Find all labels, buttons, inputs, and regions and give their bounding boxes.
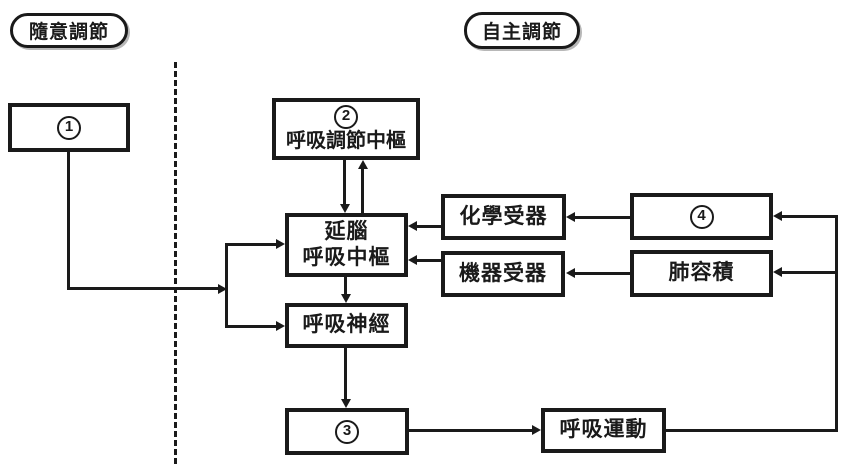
autonomous-regulation-text: 自主調節	[481, 22, 562, 43]
medulla-line2: 呼吸中樞	[302, 246, 391, 269]
arrowhead-into-lung-right	[773, 267, 782, 277]
arrowhead-into-box4-right	[773, 211, 782, 221]
node-medulla-respiratory-center: 延腦 呼吸中樞	[285, 213, 408, 277]
connector-junction-to-nerve	[225, 325, 277, 328]
voluntary-regulation-text: 隨意調節	[28, 22, 109, 43]
arrowhead-into-nerve-top	[341, 294, 351, 303]
lung-volume-label: 肺容積	[668, 261, 735, 285]
node-3: 3	[285, 408, 409, 455]
node-1: 1	[8, 103, 130, 152]
connector-box1-to-junction	[67, 287, 219, 290]
autonomous-regulation-label: 自主調節	[464, 12, 580, 49]
node-mechanoreceptor: 機器受器	[441, 251, 565, 297]
arrowhead-into-medulla-left	[276, 239, 285, 249]
node-respiratory-movement: 呼吸運動	[541, 408, 666, 453]
mechanoreceptor-label: 機器受器	[459, 261, 547, 285]
voluntary-autonomous-divider	[174, 62, 177, 464]
circled-number-1: 1	[57, 115, 81, 140]
arrowhead-into-nerve-left	[276, 321, 285, 331]
arrowhead-into-box2-bottom	[358, 160, 368, 169]
connector-medulla-to-box2	[361, 168, 364, 213]
node-2-label: 呼吸調節中樞	[286, 129, 406, 152]
arrowhead-into-mechano-right	[566, 268, 575, 278]
medulla-line1: 延腦	[324, 219, 369, 243]
respiratory-movement-label: 呼吸運動	[559, 418, 648, 442]
connector-nerve-to-box3	[344, 348, 347, 400]
connector-lung-to-mechano	[574, 272, 630, 275]
node-chemoreceptor: 化學受器	[441, 194, 566, 240]
connector-mechano-to-medulla	[416, 259, 441, 262]
arrowhead-into-medulla-right-upper	[408, 221, 417, 231]
arrowhead-into-box3-top	[341, 399, 351, 408]
circled-number-4: 4	[689, 204, 714, 229]
node-respiratory-nerve: 呼吸神經	[285, 303, 408, 348]
connector-box3-to-movement	[409, 429, 533, 432]
connector-feedback-to-lung	[781, 271, 838, 274]
connector-junction-vertical	[225, 243, 228, 328]
arrowhead-into-chemo-right	[566, 212, 575, 222]
connector-medulla-to-nerve	[344, 277, 347, 295]
connector-chemo-to-medulla	[416, 225, 441, 228]
connector-box2-to-medulla	[343, 160, 346, 205]
voluntary-regulation-label: 隨意調節	[10, 13, 128, 48]
connector-junction-to-medulla	[225, 243, 277, 246]
arrowhead-into-junction	[218, 284, 227, 294]
chemoreceptor-label: 化學受器	[459, 204, 548, 228]
connector-movement-to-feedback	[666, 429, 838, 432]
node-2-respiratory-regulation-center: 2 呼吸調節中樞	[272, 98, 420, 160]
arrowhead-into-movement-left	[532, 425, 541, 435]
respiratory-nerve-label: 呼吸神經	[302, 313, 391, 337]
arrowhead-into-medulla-top	[340, 204, 350, 213]
connector-feedback-to-box4	[781, 215, 838, 218]
connector-box4-to-chemo	[574, 216, 630, 219]
circled-number-2: 2	[334, 104, 358, 129]
node-4: 4	[630, 193, 773, 240]
arrowhead-into-medulla-right-lower	[408, 255, 417, 265]
circled-number-3: 3	[335, 419, 359, 444]
connector-feedback-vertical	[835, 215, 838, 432]
node-lung-volume: 肺容積	[630, 250, 773, 297]
connector-box1-down	[67, 151, 70, 290]
